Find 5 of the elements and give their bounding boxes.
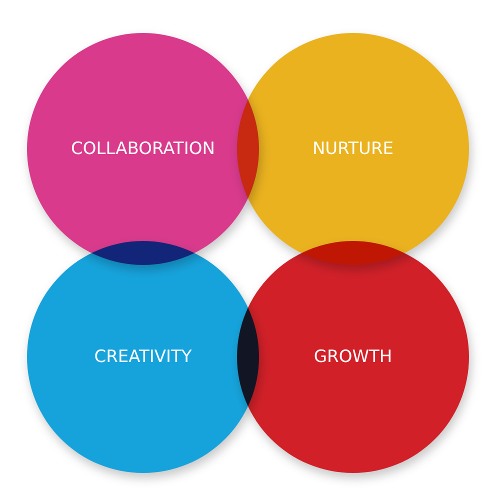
circle-label: COLLABORATION	[71, 139, 215, 159]
circle-label: CREATIVITY	[94, 347, 192, 367]
circle-label: GROWTH	[314, 347, 392, 367]
venn-circle	[237, 241, 469, 473]
circle-label: NURTURE	[312, 139, 394, 159]
